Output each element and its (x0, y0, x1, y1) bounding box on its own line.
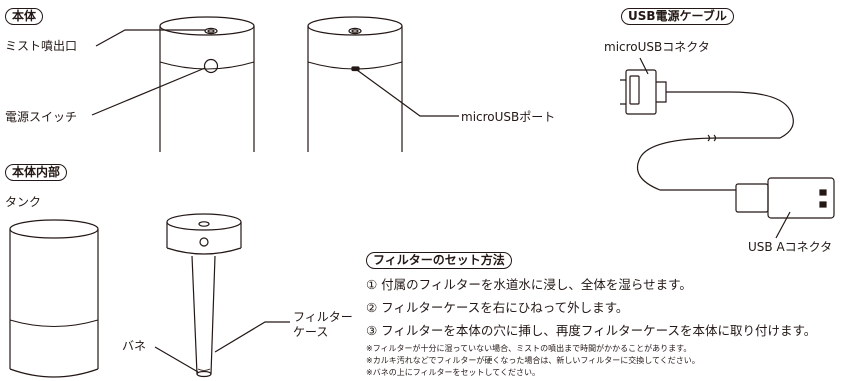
section-tag-body-inner: 本体内部 (5, 164, 68, 181)
label-tank: タンク (5, 195, 42, 209)
tank-illustration (9, 219, 99, 378)
filter-case-illustration (166, 213, 242, 378)
step-3: ③ フィルターを本体の穴に挿し、再度フィルターケースを本体に取り付けます。 (366, 323, 817, 338)
leader-spring (154, 346, 199, 373)
label-micro-usb-connector: microUSBコネクタ (604, 40, 710, 54)
label-mist-outlet: ミスト噴出口 (5, 39, 78, 53)
label-spring: バネ (122, 339, 147, 353)
leader-usb-a-connector (775, 211, 791, 239)
leader-mist-outlet (95, 29, 205, 47)
label-power-switch: 電源スイッチ (5, 110, 78, 124)
note-1: ※フィルターが十分に湿っていない場合、ミストの噴出まで時間がかかることがあります… (366, 344, 692, 353)
label-filter-case-line2: ケース (293, 325, 329, 339)
leader-micro-usb-connector (639, 57, 649, 75)
leader-power-switch (91, 67, 206, 116)
section-tag-usb-cable: USB電源ケーブル (621, 8, 734, 25)
section-tag-body: 本体 (5, 8, 44, 25)
label-micro-usb-port: microUSBポート (461, 110, 556, 124)
leader-micro-usb-port (356, 69, 459, 117)
label-usb-a-connector: USB Aコネクタ (748, 240, 833, 254)
leader-filter-case (214, 321, 290, 353)
note-2: ※カルキ汚れなどでフィルターが硬くなった場合は、新しいフィルターに交換してくださ… (366, 356, 700, 365)
section-tag-filter-setup: フィルターのセット方法 (366, 252, 512, 269)
humidifier-body-front (159, 16, 255, 152)
humidifier-body-back (307, 16, 403, 152)
step-1: ① 付属のフィルターを水道水に浸し、全体を湿らせます。 (366, 277, 692, 292)
label-filter-case-line1: フィルター (293, 310, 353, 324)
step-2: ② フィルターケースを右にひねって外します。 (366, 300, 629, 315)
usb-cable-illustration (620, 69, 835, 219)
note-3: ※バネの上にフィルターをセットしてください。 (366, 368, 541, 377)
